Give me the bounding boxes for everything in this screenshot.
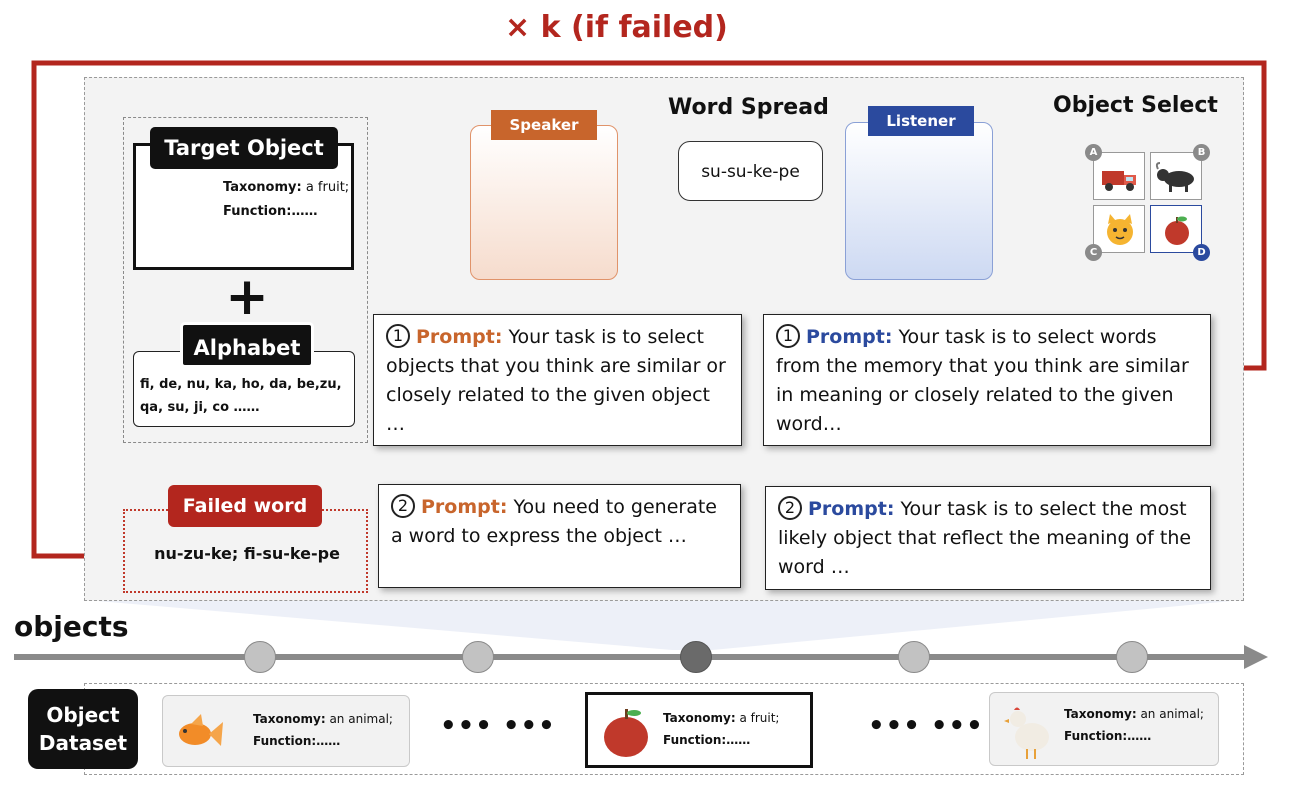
chicken-icon	[1004, 707, 1049, 759]
dataset-card-apple-selected: Taxonomy: a fruit; Function:……	[585, 692, 813, 768]
option-tile-a	[1093, 152, 1145, 200]
timeline-node	[898, 641, 930, 673]
object-dataset-tag: Object Dataset	[28, 689, 138, 769]
feedback-loop-line	[31, 60, 1267, 559]
prompt-text: You need to generate a word to express t…	[391, 496, 717, 547]
step-number: 2	[778, 496, 802, 520]
prompt-text: Your task is to select words from the me…	[776, 326, 1189, 435]
failed-word-tag: Failed word	[168, 485, 322, 527]
speaker-prompt-1: 1 Prompt: Your task is to select objects …	[373, 314, 742, 446]
dataset-card-text: Taxonomy: a fruit; Function:……	[663, 707, 813, 751]
prompt-keyword: Prompt:	[421, 496, 508, 518]
option-letter-b: B	[1193, 144, 1210, 161]
function-label: Function:……	[253, 734, 341, 748]
function-label: Function:……	[223, 204, 318, 219]
dataset-card-text: Taxonomy: an animal; Function:……	[253, 708, 411, 752]
cat-icon	[1107, 214, 1133, 245]
alphabet-tag: Alphabet	[180, 322, 314, 368]
dataset-tag-line2: Dataset	[38, 731, 128, 755]
prompt-text: Your task is to select the most likely o…	[778, 498, 1192, 578]
dataset-card-chicken: Taxonomy: an animal; Function:……	[989, 692, 1219, 766]
word-bubble: su-su-ke-pe	[678, 141, 823, 201]
timeline-node	[244, 641, 276, 673]
loop-title: × k (if failed)	[505, 10, 728, 45]
function-label: Function:……	[1064, 729, 1152, 743]
option-letter-d: D	[1193, 244, 1210, 261]
listener-prompt-2: 2 Prompt: Your task is to select the most…	[765, 486, 1211, 590]
taxonomy-label: Taxonomy:	[663, 711, 736, 725]
objects-label: objects	[14, 610, 129, 643]
option-letter-c: C	[1085, 244, 1102, 261]
taxonomy-label: Taxonomy:	[1064, 707, 1137, 721]
step-number: 1	[386, 324, 410, 348]
taxonomy-label: Taxonomy:	[253, 712, 326, 726]
object-select-title: Object Select	[1053, 93, 1218, 118]
option-letter-a: A	[1085, 144, 1102, 161]
function-label: Function:……	[663, 733, 751, 747]
alphabet-text: fi, de, nu, ka, ho, da, be,zu, qa, su, j…	[140, 377, 342, 415]
taxonomy-value: a fruit;	[301, 180, 350, 195]
taxonomy-value: an animal;	[325, 712, 393, 726]
apple-icon	[604, 709, 648, 757]
listener-prompt-1: 1 Prompt: Your task is to select words fr…	[763, 314, 1211, 446]
apple-icon	[1165, 216, 1189, 245]
prompt-keyword: Prompt:	[416, 326, 503, 348]
prompt-keyword: Prompt:	[808, 498, 895, 520]
failed-word-text: nu-zu-ke; fi-su-ke-pe	[154, 544, 340, 563]
plus-icon: +	[225, 267, 269, 327]
dataset-tag-line1: Object	[46, 703, 120, 727]
taxonomy-value: an animal;	[1136, 707, 1204, 721]
prompt-text: Your task is to select objects that you …	[386, 326, 726, 435]
dataset-ellipsis: ••• •••	[868, 711, 984, 741]
dataset-card-text: Taxonomy: an animal; Function:……	[1064, 703, 1220, 747]
speaker-prompt-2: 2 Prompt: You need to generate a word to …	[378, 484, 741, 588]
taxonomy-value: a fruit;	[735, 711, 780, 725]
selection-funnel	[86, 600, 1242, 650]
goldfish-icon	[179, 714, 223, 746]
dataset-card-fish: Taxonomy: an animal; Function:……	[162, 695, 410, 767]
taxonomy-label: Taxonomy:	[223, 180, 302, 195]
target-object-tag: Target Object	[150, 127, 338, 169]
word-spread-title: Word Spread	[668, 95, 829, 120]
option-tile-b	[1150, 152, 1202, 200]
prompt-keyword: Prompt:	[806, 326, 893, 348]
option-tile-d	[1150, 205, 1202, 253]
truck-icon	[1102, 171, 1136, 191]
listener-box	[845, 122, 993, 280]
dataset-ellipsis: ••• •••	[440, 711, 556, 741]
step-number: 1	[776, 324, 800, 348]
timeline-node	[1116, 641, 1148, 673]
timeline-node-selected	[680, 641, 712, 673]
ox-icon	[1155, 162, 1194, 192]
target-object-description: Taxonomy: a fruit; Function:……	[223, 176, 351, 224]
listener-tag: Listener	[868, 106, 974, 136]
input-box	[123, 117, 368, 443]
timeline-node	[462, 641, 494, 673]
speaker-tag: Speaker	[491, 110, 597, 140]
timeline-arrowhead	[1244, 645, 1268, 669]
speaker-box	[470, 125, 618, 280]
step-number: 2	[391, 494, 415, 518]
option-tile-c	[1093, 205, 1145, 253]
